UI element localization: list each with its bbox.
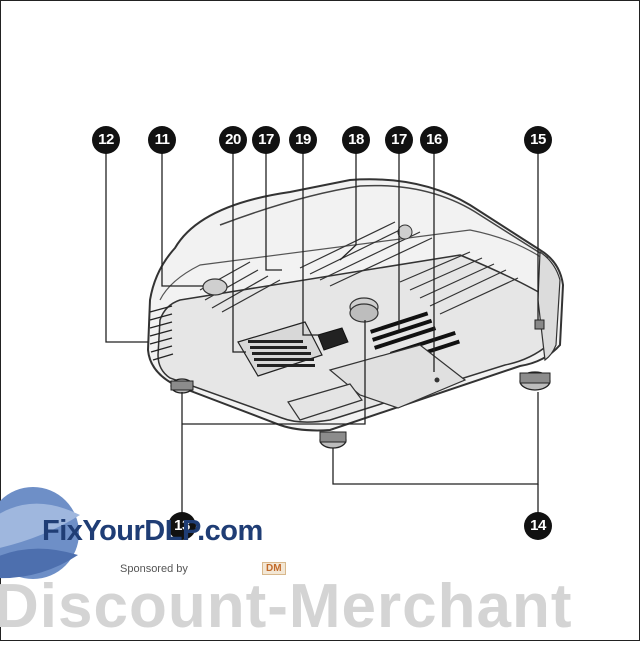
watermark-banner: Discount-Merchant: [0, 572, 573, 641]
watermark-sponsored: Sponsored by: [120, 563, 188, 575]
watermark-site: FixYourDLP.com: [42, 515, 263, 547]
callout-14: 14: [524, 512, 552, 540]
callout-12: 12: [92, 126, 120, 154]
callout-19: 19: [289, 126, 317, 154]
air-filter-grille: [237, 321, 323, 377]
security-slot: [534, 319, 545, 330]
globe-logo: [0, 487, 80, 579]
callout-17-left: 17: [252, 126, 280, 154]
projector-body: [146, 178, 565, 449]
rear-feet: [170, 371, 551, 449]
callout-20: 20: [219, 126, 247, 154]
callout-17-right: 17: [385, 126, 413, 154]
watermark-sponsor-logo: DM: [262, 562, 286, 575]
callout-16: 16: [420, 126, 448, 154]
callout-18: 18: [342, 126, 370, 154]
leader-lines: [105, 148, 539, 520]
callout-13: 13: [168, 512, 196, 540]
callout-11: 11: [148, 126, 176, 154]
callout-15: 15: [524, 126, 552, 154]
